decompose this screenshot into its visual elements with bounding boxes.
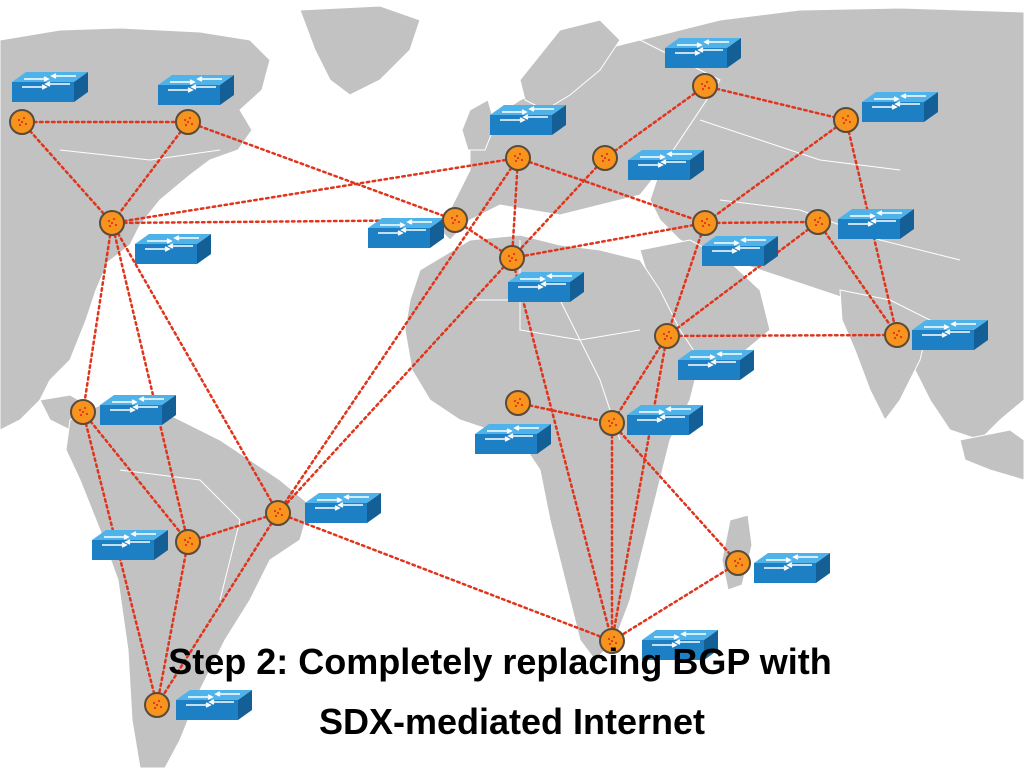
network-switch-icon	[627, 149, 705, 181]
network-switch-icon	[837, 208, 915, 240]
network-link	[665, 221, 707, 338]
network-link	[603, 84, 707, 160]
landmass-greenland	[299, 5, 421, 96]
network-link	[110, 221, 190, 544]
network-link	[610, 421, 740, 565]
router-node-icon	[692, 73, 718, 99]
network-switch-icon	[701, 235, 779, 267]
caption-line-2: SDX-mediated Internet	[318, 701, 706, 742]
network-link	[155, 511, 280, 707]
network-switch-icon	[861, 91, 939, 123]
network-link	[516, 401, 614, 425]
router-node-icon	[442, 207, 468, 233]
network-link	[610, 561, 740, 643]
network-link	[665, 333, 899, 338]
router-node-icon	[175, 109, 201, 135]
network-switch-icon	[489, 104, 567, 136]
router-node-icon	[9, 109, 35, 135]
router-node-icon	[884, 322, 910, 348]
network-link	[703, 84, 848, 122]
network-link	[81, 221, 114, 414]
network-switch-icon	[753, 552, 831, 584]
landmass-sea-islands	[959, 429, 1024, 481]
router-node-icon	[725, 550, 751, 576]
network-link	[155, 540, 190, 707]
caption-line-1: Step 2: Completely replacing BGP with	[168, 641, 832, 682]
network-link	[276, 511, 614, 643]
network-switch-icon	[664, 37, 742, 69]
network-link	[186, 120, 457, 222]
network-link	[81, 410, 190, 544]
landmass-scandinavia	[519, 19, 621, 111]
router-node-icon	[499, 245, 525, 271]
network-link	[510, 256, 614, 643]
router-node-icon	[805, 209, 831, 235]
network-link	[665, 220, 820, 338]
network-switch-icon	[911, 319, 989, 351]
router-node-icon	[175, 529, 201, 555]
router-node-icon	[599, 410, 625, 436]
router-node-icon	[592, 145, 618, 171]
network-link	[510, 156, 520, 260]
network-links	[20, 84, 899, 707]
network-link	[703, 220, 820, 225]
router-node-icon	[265, 500, 291, 526]
world-map-land	[0, 5, 1024, 768]
network-link	[110, 120, 190, 225]
network-link	[276, 256, 514, 515]
network-switch-icon	[99, 394, 177, 426]
network-link	[510, 156, 607, 260]
landmass-uk	[461, 99, 496, 151]
router-node-icon	[692, 210, 718, 236]
network-switch-icon	[626, 404, 704, 436]
router-node-icon	[599, 628, 625, 654]
network-link	[110, 156, 520, 225]
network-link	[276, 156, 520, 515]
router-node-icon	[144, 692, 170, 718]
network-switch-icon	[157, 74, 235, 106]
network-link	[510, 221, 707, 260]
network-link	[703, 118, 848, 225]
network-link	[20, 120, 114, 225]
router-node-icon	[99, 210, 125, 236]
router-node-icon	[654, 323, 680, 349]
router-node-icon	[505, 145, 531, 171]
router-node-icon	[70, 399, 96, 425]
network-switch-icon	[367, 217, 445, 249]
landmass-north-america	[0, 27, 271, 431]
network-link	[110, 218, 457, 225]
network-link	[610, 334, 669, 643]
network-nodes	[9, 73, 910, 718]
network-switch-icon	[507, 271, 585, 303]
network-switch-icon	[134, 233, 212, 265]
network-switch-icon	[304, 492, 382, 524]
network-link	[610, 334, 669, 425]
router-node-icon	[833, 107, 859, 133]
landmass-africa	[404, 234, 701, 661]
network-link	[110, 221, 280, 515]
network-switch-icon	[677, 349, 755, 381]
network-switch-icon	[474, 423, 552, 455]
network-switch-icon	[11, 71, 89, 103]
network-switch-icon	[91, 529, 169, 561]
network-link	[816, 220, 899, 337]
network-link	[516, 156, 707, 225]
router-node-icon	[505, 390, 531, 416]
network-link	[186, 511, 280, 544]
